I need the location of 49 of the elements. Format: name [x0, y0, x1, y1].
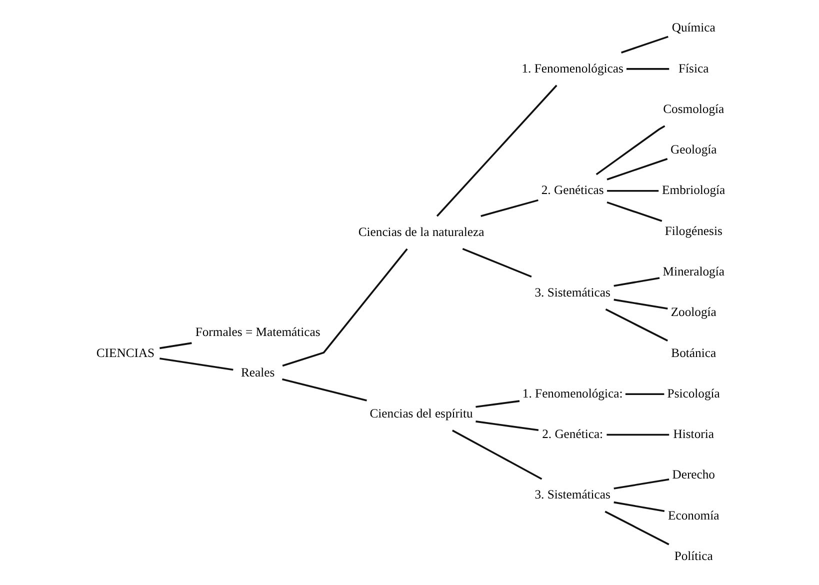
node-text: Formales = Matemáticas [194, 325, 320, 340]
node-text: Mineralogía [662, 264, 724, 279]
connector [480, 199, 538, 217]
connector [436, 84, 557, 217]
node-text: Geología [670, 142, 716, 157]
node-text: 3. Sistemáticas [534, 488, 610, 502]
node-text: Política [674, 549, 712, 564]
node-text: Embriología [662, 183, 725, 198]
connector [452, 430, 542, 480]
node-text: Ciencias del espíritu [369, 406, 472, 420]
node-text: Reales [240, 366, 274, 380]
node-text: Química [671, 20, 715, 35]
connector [462, 248, 532, 278]
node-text: Ciencias de la naturaleza [358, 224, 484, 239]
connector [282, 378, 366, 402]
connector [604, 308, 668, 342]
connector [606, 201, 662, 222]
node-text: CIENCIAS [96, 346, 154, 360]
node-text: 3. Sistemáticas [534, 285, 610, 300]
connector [620, 36, 668, 54]
connector [626, 68, 669, 70]
connector [606, 434, 669, 436]
connector [159, 342, 192, 350]
node-text: 1. Fenomenológica: [522, 386, 622, 400]
connector [282, 248, 408, 367]
node-text: 2. Genética: [542, 427, 603, 442]
node-text: Física [678, 61, 708, 76]
connector [606, 158, 668, 180]
connector [475, 420, 538, 432]
node-text: Historia [672, 427, 714, 442]
connector [604, 510, 669, 546]
node-text: Botánica [670, 346, 716, 360]
node-text: Derecho [672, 468, 714, 482]
connector [159, 358, 233, 371]
connector [613, 298, 668, 310]
node-text: Zoología [670, 305, 716, 320]
node-text: Psicología [666, 386, 720, 400]
connector [613, 277, 660, 287]
connector [624, 393, 664, 396]
connector [606, 190, 658, 192]
node-text: 1. Fenomenológicas [521, 61, 623, 76]
connector [475, 400, 520, 408]
node-text: Economía [668, 508, 719, 522]
node-text: Cosmología [662, 102, 724, 116]
node-text: 2. Genéticas [540, 183, 604, 198]
connector [613, 478, 669, 490]
connector [613, 501, 664, 512]
node-text: Filogénesis [664, 224, 722, 238]
connector [595, 125, 665, 176]
